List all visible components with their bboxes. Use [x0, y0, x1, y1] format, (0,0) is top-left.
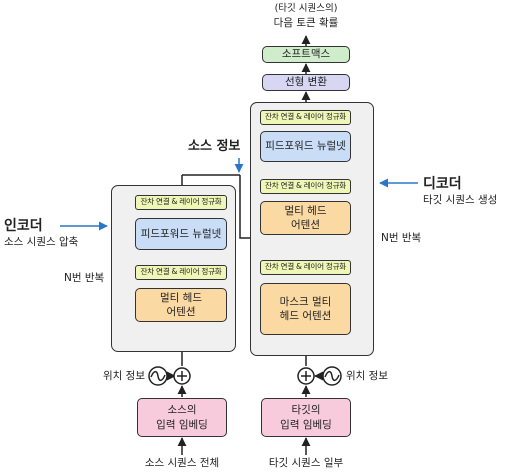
enc-repeat-label: N번 반복 [64, 272, 105, 284]
enc-embedding-line2: 입력 임베딩 [156, 418, 208, 431]
dec-embedding-line2: 입력 임베딩 [280, 418, 332, 431]
dec-positional-label: 위치 정보 [346, 370, 388, 382]
dec-input-label: 타깃 시퀀스 일부 [268, 457, 344, 469]
dec-input-embedding: 타깃의 입력 임베딩 [261, 398, 351, 437]
dec-cross-attention-line1: 멀티 헤드 [284, 204, 327, 217]
enc-add-norm-2: 잔차 연결 & 레이어 정규화 [135, 195, 227, 210]
dec-repeat-label: N번 반복 [381, 232, 422, 244]
source-info-label: 소스 정보 [188, 139, 241, 154]
dec-add-norm-1: 잔차 연결 & 레이어 정규화 [260, 260, 351, 275]
dec-feed-forward: 피드포워드 뉴럴넷 [260, 131, 351, 162]
dec-add-norm-2: 잔차 연결 & 레이어 정규화 [260, 179, 351, 194]
dec-cross-attention: 멀티 헤드 어텐션 [260, 201, 351, 235]
linear-box: 선형 변환 [262, 74, 350, 91]
dec-add-norm-3: 잔차 연결 & 레이어 정규화 [260, 110, 351, 125]
dec-embedding-line1: 타깃의 [291, 404, 321, 417]
enc-input-embedding: 소스의 입력 임베딩 [137, 398, 227, 437]
dec-masked-attention-line2: 헤드 어텐션 [279, 310, 332, 322]
enc-add-norm-1: 잔차 연결 & 레이어 정규화 [135, 265, 227, 280]
output-caption-bottom: 다음 토큰 확률 [273, 17, 339, 29]
dec-masked-attention: 마스크 멀티 헤드 어텐션 [260, 283, 351, 335]
decoder-title: 디코더 [423, 176, 462, 192]
enc-positional-label: 위치 정보 [103, 370, 145, 382]
dec-cross-attention-line2: 어텐션 [291, 219, 320, 231]
enc-feed-forward: 피드포워드 뉴럴넷 [135, 218, 227, 250]
enc-attention-line1: 멀티 헤드 [160, 291, 202, 304]
enc-multi-head-attention: 멀티 헤드 어텐션 [135, 288, 227, 322]
output-caption-top: (타깃 시퀀스의) [274, 3, 338, 14]
enc-embedding-line1: 소스의 [167, 404, 197, 417]
decoder-subtitle: 타깃 시퀀스 생성 [423, 194, 498, 206]
encoder-subtitle: 소스 시퀀스 압축 [4, 236, 79, 248]
softmax-box: 소프트맥스 [262, 46, 350, 63]
encoder-title: 인코더 [4, 218, 43, 234]
enc-input-label: 소스 시퀀스 전체 [144, 457, 220, 469]
dec-masked-attention-line1: 마스크 멀티 [279, 295, 332, 308]
enc-attention-line2: 어텐션 [166, 306, 196, 318]
